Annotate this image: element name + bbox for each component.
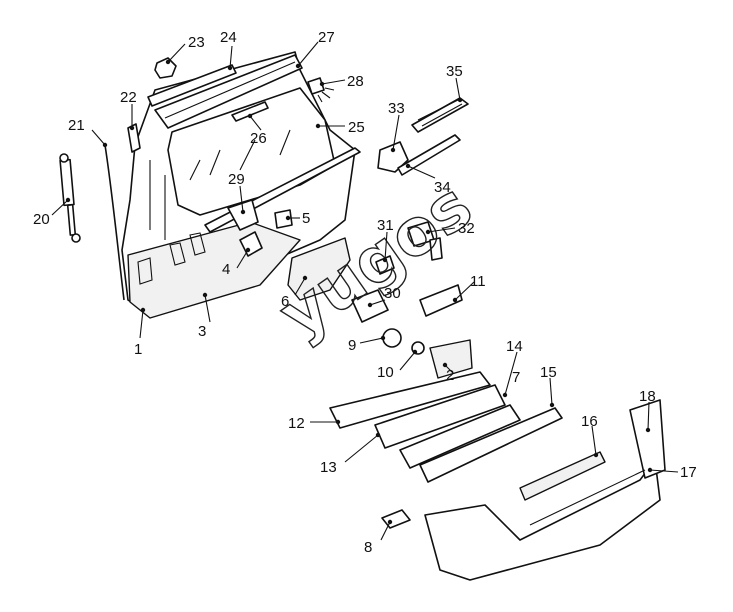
callout-3: 3 <box>198 323 206 340</box>
callout-30: 30 <box>384 285 401 302</box>
callout-7: 7 <box>512 369 520 386</box>
release-handle <box>227 199 259 231</box>
callout-25: 25 <box>348 119 365 136</box>
callout-15: 15 <box>540 364 557 381</box>
seal-cable <box>104 144 125 301</box>
high-stop-lamp <box>231 101 269 122</box>
lock-cylinder <box>239 231 263 257</box>
callout-labels: 1 2 3 4 5 6 7 8 9 10 11 12 13 14 15 16 1… <box>33 29 697 556</box>
mounting-bracket <box>381 509 411 529</box>
hinge-bracket <box>127 123 141 153</box>
callout-20: 20 <box>33 211 50 228</box>
callout-12: 12 <box>288 415 305 432</box>
hinge <box>154 57 177 79</box>
retaining-clip <box>274 209 293 229</box>
callout-13: 13 <box>320 459 337 476</box>
bumper-beam <box>419 407 563 483</box>
upper-trim-strip <box>147 64 237 107</box>
callout-17: 17 <box>680 464 697 481</box>
callout-34: 34 <box>434 179 451 196</box>
bush <box>382 328 402 348</box>
callout-24: 24 <box>220 29 237 46</box>
callout-leaders <box>51 41 679 541</box>
inner-panel <box>374 384 506 449</box>
washer-nozzle <box>307 77 335 103</box>
energy-absorber <box>519 451 606 501</box>
callout-35: 35 <box>446 63 463 80</box>
callout-11: 11 <box>470 273 486 290</box>
plate-lamp <box>429 339 473 379</box>
callout-16: 16 <box>581 413 598 430</box>
callout-18: 18 <box>639 388 656 405</box>
callout-23: 23 <box>188 34 205 51</box>
callout-26: 26 <box>250 130 267 147</box>
callout-9: 9 <box>348 337 356 354</box>
callout-31: 31 <box>377 217 394 234</box>
bumper-cover <box>424 399 666 581</box>
callout-6: 6 <box>281 293 289 310</box>
callout-8: 8 <box>364 539 372 556</box>
gas-strut <box>59 153 81 243</box>
bumper-bracket <box>399 404 521 469</box>
striker <box>419 284 463 317</box>
callout-29: 29 <box>228 171 245 188</box>
callout-21: 21 <box>68 117 85 134</box>
license-plate-holder <box>287 237 351 301</box>
callout-4: 4 <box>222 261 230 278</box>
callout-14: 14 <box>506 338 523 355</box>
callout-33: 33 <box>388 100 405 117</box>
callout-10: 10 <box>377 364 394 381</box>
callout-5: 5 <box>302 210 310 227</box>
wiper-motor-assembly <box>377 97 469 176</box>
callout-22: 22 <box>120 89 137 106</box>
callout-1: 1 <box>134 341 142 358</box>
callout-2: 2 <box>446 367 454 384</box>
callout-28: 28 <box>347 73 364 90</box>
key-cylinder <box>407 221 443 261</box>
callout-27: 27 <box>318 29 335 46</box>
callout-32: 32 <box>458 220 475 237</box>
top-spoiler <box>154 54 303 129</box>
